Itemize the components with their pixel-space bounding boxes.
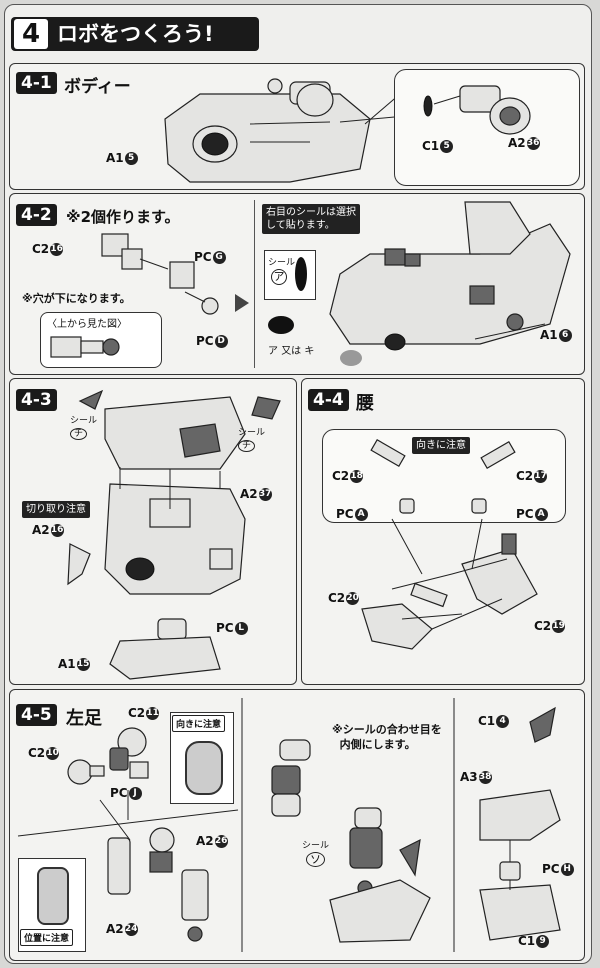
sticker-a-eye	[295, 257, 307, 291]
top-view-illustration	[50, 336, 120, 358]
title-4-4: 腰	[356, 393, 374, 414]
eye-sample-ki	[340, 350, 362, 366]
label-c2-17: C217	[516, 469, 548, 483]
body-assembly-illustration	[329, 201, 571, 351]
panel-4-5: 4-5 左足	[9, 689, 585, 961]
direction-box: 向きに注意	[170, 712, 234, 804]
seam-note: ※シールの合わせ目を 内側にします。	[332, 723, 442, 751]
top-view-label: 〈上から見た図〉	[47, 319, 127, 330]
badge-4-2: 4-2	[16, 204, 57, 226]
zoom-detail-illustration	[423, 85, 531, 135]
badge-4-1: 4-1	[16, 72, 57, 94]
label-c2-16: C216	[32, 242, 64, 256]
label-c2-18: C218	[332, 469, 364, 483]
eye-part-illustration	[101, 233, 219, 315]
position-box: 位置に注意	[18, 858, 86, 952]
label-c2-19: C219	[534, 619, 566, 633]
arrow-right	[235, 294, 249, 312]
step-header: 4 ロボをつくろう!	[11, 17, 259, 51]
sticker-label: シール	[268, 258, 296, 268]
label-c2-20: C220	[328, 591, 360, 605]
label-a2-36: A236	[508, 136, 540, 150]
step-number: 4	[14, 19, 48, 49]
panel-4-3: 4-3 シールチ シールチ A237 切り取り注意 A216	[9, 378, 297, 685]
label-c2-11: C211	[128, 706, 160, 720]
eye-sample-a	[268, 316, 294, 334]
label-a2-16: A216	[32, 523, 64, 537]
badge-4-4: 4-4	[308, 389, 349, 411]
sticker-a-box: シール ア	[264, 250, 316, 300]
title-4-2: ※2個作ります。	[66, 208, 180, 226]
sticker-a: ア	[271, 269, 287, 285]
position-illustration	[37, 867, 69, 925]
label-a3-38: A338	[460, 770, 492, 784]
badge-4-3: 4-3	[16, 389, 57, 411]
title-4-1: ボディー	[64, 77, 131, 97]
label-a2-37: A237	[240, 487, 272, 501]
label-c2-10: C210	[28, 746, 60, 760]
sticker-chi-left: シールチ	[70, 416, 98, 440]
direction-note-4-5: 向きに注意	[172, 715, 226, 732]
label-a2-26: A226	[196, 834, 228, 848]
hole-note: ※穴が下になります。	[22, 292, 131, 305]
sticker-chi-right: シールチ	[238, 428, 266, 452]
sticker-select-note: 右目のシールは選択して貼ります。	[262, 204, 360, 234]
label-a1-15: A115	[58, 657, 90, 671]
waist-illustration	[361, 438, 538, 650]
divider	[254, 200, 255, 368]
badge-4-5: 4-5	[16, 704, 57, 726]
step-title: ロボをつくろう!	[57, 22, 214, 46]
sticker-so: シールソ	[302, 841, 330, 867]
label-a2-24: A224	[106, 922, 138, 936]
sticker-choice: ア 又は キ	[268, 346, 315, 357]
cut-caution-note: 切り取り注意	[22, 501, 90, 518]
direction-note: 向きに注意	[412, 437, 470, 454]
title-4-5: 左足	[66, 708, 102, 729]
direction-ring	[185, 741, 223, 795]
left-leg-illustration	[17, 698, 561, 952]
position-note: 位置に注意	[20, 929, 74, 946]
body-part-illustration	[164, 78, 406, 183]
top-view-box: 〈上から見た図〉	[40, 312, 162, 368]
head-assembly-illustration	[67, 389, 281, 680]
